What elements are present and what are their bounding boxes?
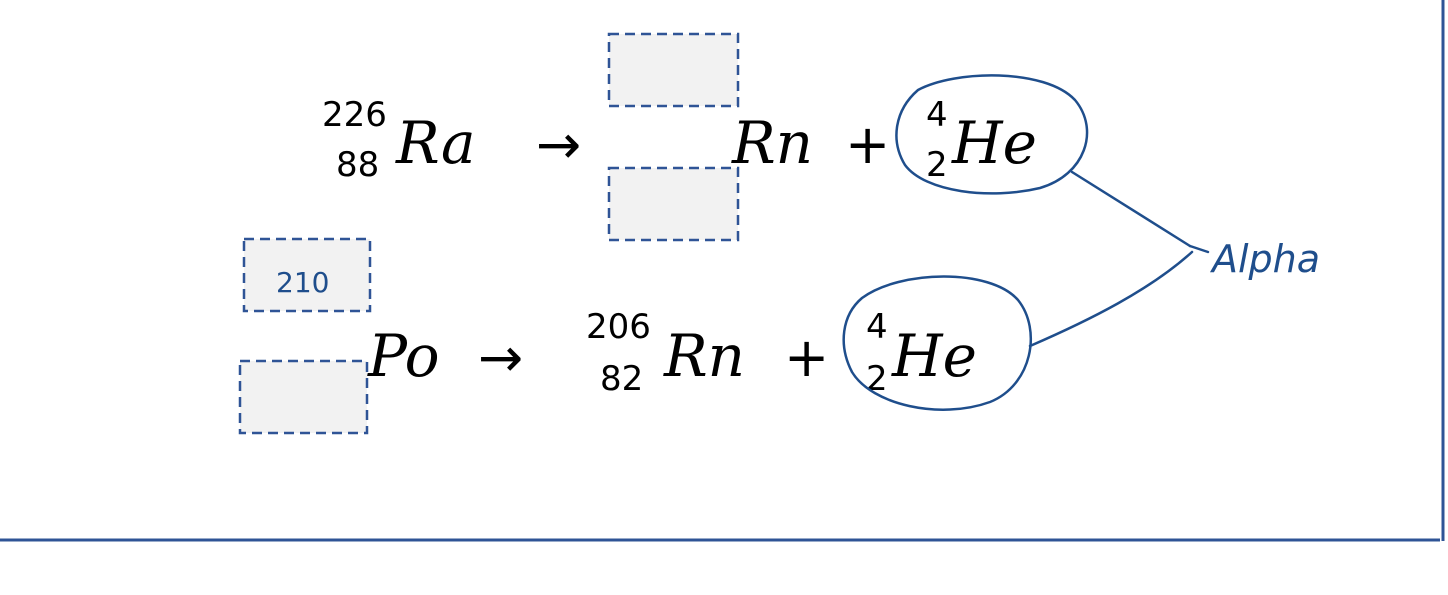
eq1-parent-atomic: 88	[336, 145, 379, 185]
eq2-parent-symbol: Po	[367, 322, 440, 390]
eq1-alpha-mass: 4	[926, 95, 948, 135]
equation-1: 226 88 Ra → Rn + 4 2 He	[322, 32, 1037, 242]
eq2-arrow: →	[478, 326, 523, 389]
eq1-product-mass-box[interactable]	[607, 32, 740, 108]
eq2-alpha-symbol: He	[891, 322, 977, 390]
eq2-parent-mass-box[interactable]	[242, 237, 372, 313]
eq1-parent-mass: 226	[322, 95, 387, 135]
eq2-product-mass: 206	[586, 307, 651, 347]
eq2-alpha-atomic: 2	[866, 359, 888, 399]
eq1-alpha-circle-icon	[895, 74, 1089, 195]
eq1-arrow: →	[536, 113, 581, 176]
bracket-line-upper	[1070, 170, 1192, 248]
eq1-parent-symbol: Ra	[395, 109, 476, 177]
eq2-product-atomic: 82	[600, 359, 643, 399]
eq2-plus: +	[784, 326, 829, 389]
equation-2: 210 Po → 206 82 Rn + 4 2 He	[238, 237, 977, 435]
eq2-alpha-circle-icon	[842, 275, 1032, 411]
eq2-parent-atomic-box[interactable]	[238, 359, 369, 435]
eq1-alpha-atomic: 2	[926, 145, 948, 185]
bracket-line-lower	[1028, 250, 1194, 348]
alpha-label: Alpha	[1209, 237, 1320, 281]
eq1-alpha-symbol: He	[951, 109, 1037, 177]
eq2-parent-mass-answer: 210	[276, 266, 329, 299]
ink-annotations: Alpha	[842, 74, 1320, 411]
eq2-product-symbol: Rn	[663, 322, 745, 390]
eq2-alpha-mass: 4	[866, 307, 888, 347]
bracket-tip	[1188, 244, 1210, 254]
eq1-product-symbol: Rn	[731, 109, 813, 177]
eq1-product-atomic-box[interactable]	[607, 166, 740, 242]
eq1-plus: +	[845, 113, 890, 176]
